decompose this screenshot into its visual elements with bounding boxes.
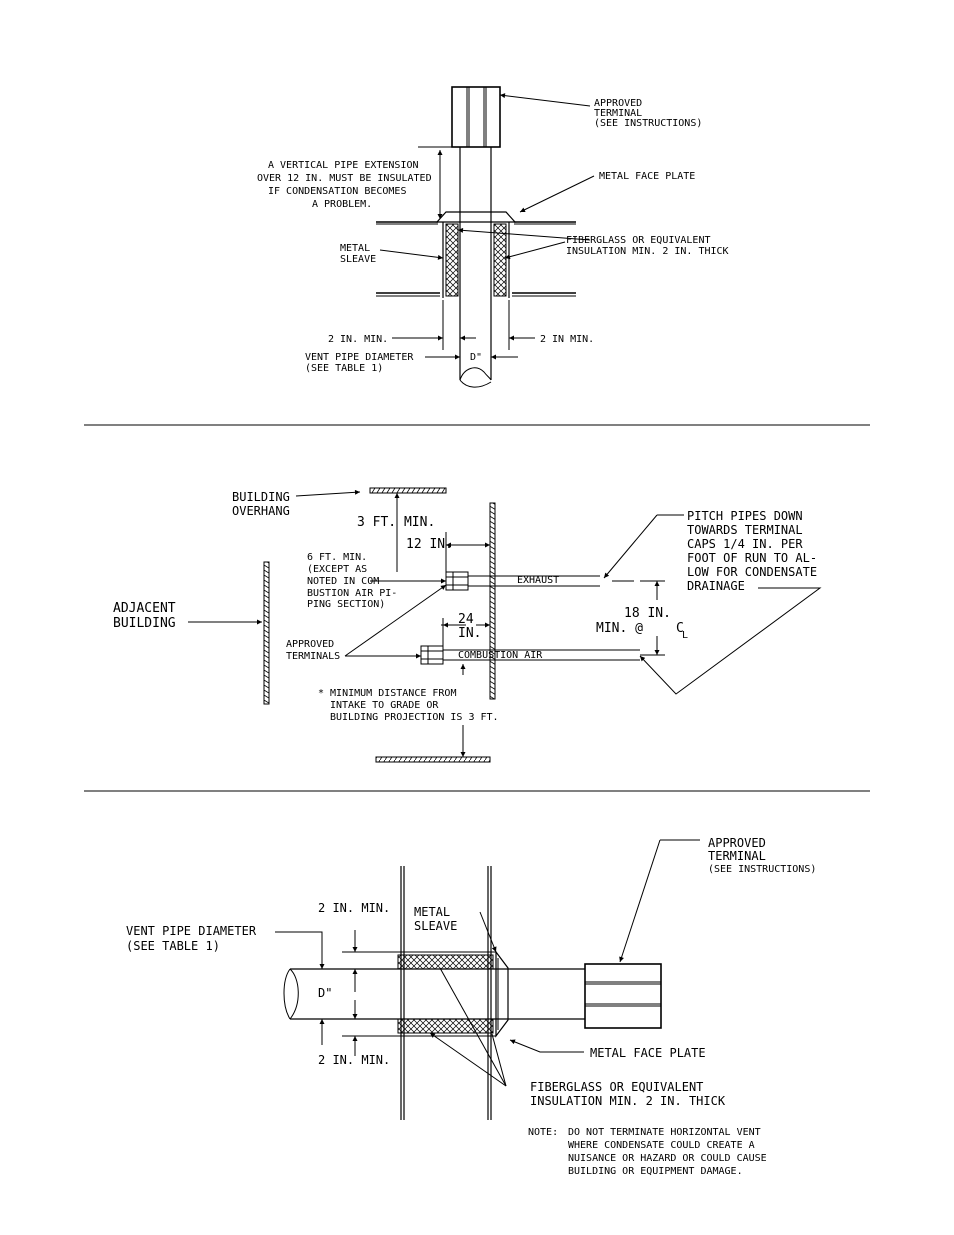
twentyfour-label-line2: IN. <box>458 626 481 641</box>
fiberglass-insulation-left <box>445 223 459 297</box>
overhang-label-line2: OVERHANG <box>232 504 290 518</box>
note-label: NOTE: <box>528 1127 558 1138</box>
approved-terminal-horizontal <box>584 963 662 1029</box>
diameter-label-line2: (SEE TABLE 1) <box>126 939 220 953</box>
approved-terminal-cap <box>451 86 501 148</box>
wall-section <box>400 866 492 1120</box>
min-distance-line1: * MINIMUM DISTANCE FROM <box>318 688 456 699</box>
extension-note-line2: OVER 12 IN. MUST BE INSULATED <box>257 173 432 184</box>
clearance-top-label: 2 IN. MIN. <box>318 901 390 915</box>
horizontal-clearance-diagram: BUILDING OVERHANG 3 FT. MIN. 12 IN. 6 FT… <box>113 487 822 763</box>
sleeve-label-line2: SLEAVE <box>414 919 457 933</box>
six-ft-label-line3: NOTED IN COM- <box>307 576 385 587</box>
adjacent-label-line2: BUILDING <box>113 616 176 631</box>
terminal-label-line2: TERMINAL <box>594 108 642 119</box>
exhaust-label: EXHAUST <box>517 575 559 586</box>
six-ft-label-line5: PING SECTION) <box>307 599 385 610</box>
clearance-right-label: 2 IN MIN. <box>540 334 594 345</box>
six-ft-label-line4: BUSTION AIR PI- <box>307 588 397 599</box>
six-ft-label-line2: (EXCEPT AS <box>307 564 367 575</box>
pitch-note-line2: TOWARDS TERMINAL <box>687 523 803 537</box>
pitch-note-line3: CAPS 1/4 IN. PER <box>687 537 803 551</box>
pitch-note-line1: PITCH PIPES DOWN <box>687 509 803 523</box>
metal-sleeve <box>442 222 510 298</box>
centerline-subscript: L <box>682 630 688 641</box>
extension-note-line3: IF CONDENSATION BECOMES <box>268 186 406 197</box>
centerline-symbol: C <box>676 621 684 636</box>
d-symbol: D" <box>470 352 482 363</box>
diameter-label-line2: (SEE TABLE 1) <box>305 363 383 374</box>
insulation-label-line1: FIBERGLASS OR EQUIVALENT <box>530 1080 703 1094</box>
horizontal-wall-diagram: APPROVED TERMINAL (SEE INSTRUCTIONS) 2 I… <box>126 836 816 1177</box>
building-overhang <box>369 487 447 494</box>
overhang-label-line1: BUILDING <box>232 490 290 504</box>
terminal-label-line1: APPROVED <box>708 836 766 850</box>
note-line3: NUISANCE OR HAZARD OR COULD CAUSE <box>568 1153 767 1164</box>
diameter-label-line1: VENT PIPE DIAMETER <box>305 352 414 363</box>
six-ft-label-line1: 6 FT. MIN. <box>307 552 367 563</box>
d-symbol-horizontal: D" <box>318 986 332 1000</box>
terminal-label-line1: APPROVED <box>594 98 642 109</box>
face-plate-label: METAL FACE PLATE <box>590 1046 706 1060</box>
vertical-vent-diagram: APPROVED TERMINAL (SEE INSTRUCTIONS) A V… <box>257 86 729 388</box>
pitch-note-line6: DRAINAGE <box>687 579 745 593</box>
clearance-left-label: 2 IN. MIN. <box>328 334 388 345</box>
fiberglass-insulation-bottom <box>397 1018 494 1034</box>
extension-note-line1: A VERTICAL PIPE EXTENSION <box>268 160 419 171</box>
metal-face-plate-side <box>495 950 509 1038</box>
terminals-label-line2: TERMINALS <box>286 651 340 662</box>
three-ft-label: 3 FT. MIN. <box>357 515 435 530</box>
combustion-air-pipe <box>420 645 640 665</box>
eighteen-label-line2: MIN. @ <box>596 621 643 636</box>
exterior-wall <box>489 502 496 700</box>
horizontal-vent-pipe <box>283 968 585 1020</box>
terminal-label-line2: TERMINAL <box>708 849 766 863</box>
metal-face-plate <box>435 211 517 223</box>
fiberglass-insulation-top <box>397 954 494 970</box>
face-plate-label: METAL FACE PLATE <box>599 171 695 182</box>
min-distance-line2: INTAKE TO GRADE OR <box>330 700 439 711</box>
eighteen-label-line1: 18 IN. <box>624 606 671 621</box>
min-distance-line3: BUILDING PROJECTION IS 3 FT. <box>330 712 499 723</box>
adjacent-label-line1: ADJACENT <box>113 601 176 616</box>
sleeve-label-line1: METAL <box>340 243 370 254</box>
fiberglass-insulation-right <box>493 223 507 297</box>
sleeve-label-line2: SLEAVE <box>340 254 376 265</box>
twentyfour-label-line1: 24 <box>458 612 474 627</box>
pitch-note-line5: LOW FOR CONDENSATE <box>687 565 817 579</box>
pitch-note-line4: FOOT OF RUN TO AL- <box>687 551 817 565</box>
adjacent-building-wall <box>263 561 270 705</box>
extension-note-line4: A PROBLEM. <box>312 199 372 210</box>
clearance-bottom-label: 2 IN. MIN. <box>318 1053 390 1067</box>
diameter-label-line1: VENT PIPE DIAMETER <box>126 924 257 938</box>
note-line4: BUILDING OR EQUIPMENT DAMAGE. <box>568 1166 743 1177</box>
combustion-air-label: COMBUSTION AIR <box>458 650 543 661</box>
insulation-label-line2: INSULATION MIN. 2 IN. THICK <box>530 1094 726 1108</box>
sleeve-label-line1: METAL <box>414 905 450 919</box>
roof-deck <box>376 221 576 297</box>
grade-line <box>375 756 491 763</box>
twelve-in-label: 12 IN. <box>406 537 453 552</box>
insulation-label-line1: FIBERGLASS OR EQUIVALENT <box>566 235 711 246</box>
terminal-label-line3: (SEE INSTRUCTIONS) <box>594 118 702 129</box>
insulation-label-line2: INSULATION MIN. 2 IN. THICK <box>566 246 729 257</box>
note-line1: DO NOT TERMINATE HORIZONTAL VENT <box>568 1127 761 1138</box>
terminal-label-line3: (SEE INSTRUCTIONS) <box>708 864 816 875</box>
terminals-label-line1: APPROVED <box>286 639 334 650</box>
note-line2: WHERE CONDENSATE COULD CREATE A <box>568 1140 755 1151</box>
